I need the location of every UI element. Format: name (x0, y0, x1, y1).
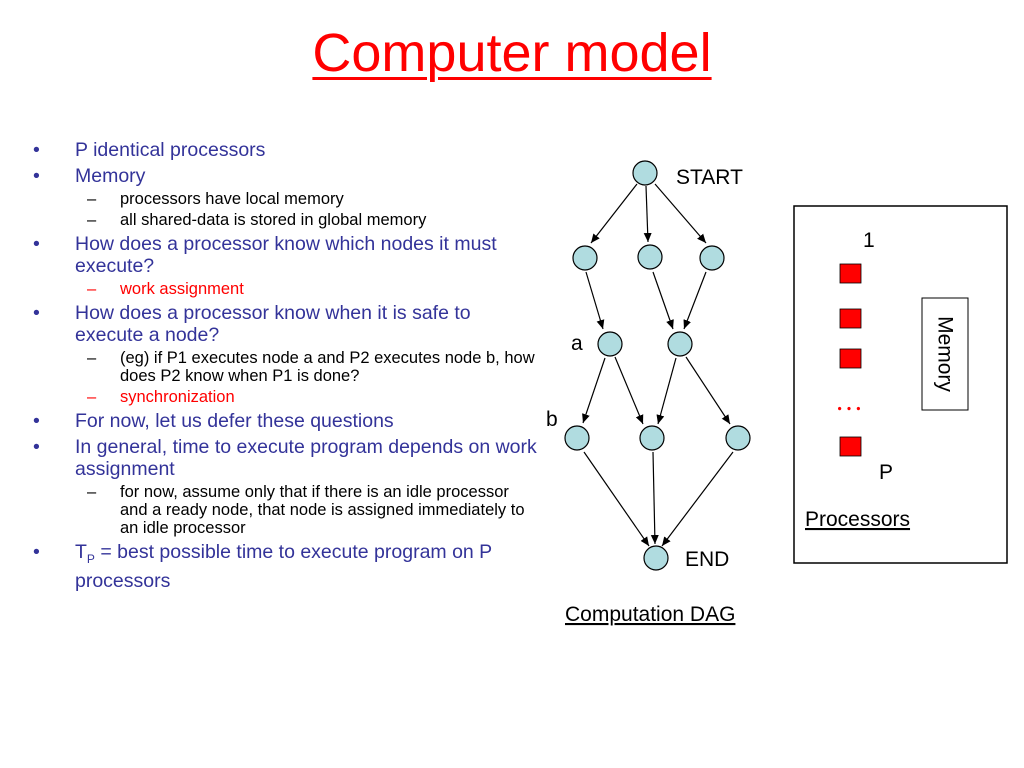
dag-node-b (564, 425, 590, 451)
bullet-item: Memory processors have local memory all … (30, 165, 540, 229)
dag-edges (582, 183, 734, 547)
dag-node (637, 244, 663, 270)
processor-1-label: 1 (863, 229, 875, 252)
machine-box (793, 205, 1008, 564)
bullet-item: How does a processor know when it is saf… (30, 302, 540, 406)
node-b-label: b (546, 408, 558, 431)
processor-square (839, 263, 862, 284)
dag-node (667, 331, 693, 357)
processors-caption: Processors (805, 508, 910, 531)
sub-bullet-item: processors have local memory (30, 190, 540, 208)
dag-nodes (564, 160, 751, 571)
bullet-item: For now, let us defer these questions (30, 410, 540, 432)
end-label: END (685, 548, 729, 571)
dag-node-start (632, 160, 658, 186)
bullet-item: In general, time to execute program depe… (30, 436, 540, 537)
slide-title: Computer model (312, 23, 712, 83)
processors (839, 263, 862, 457)
sub-bullet-item: all shared-data is stored in global memo… (30, 211, 540, 229)
memory-box (921, 297, 969, 411)
dag-node-a (597, 331, 623, 357)
dag-node (699, 245, 725, 271)
node-a-label: a (571, 332, 583, 355)
sub-bullet-item: (eg) if P1 executes node a and P2 execut… (30, 349, 540, 385)
sub-bullet-item: synchronization (30, 388, 540, 406)
dag-node-end (643, 545, 669, 571)
bullet-item: P identical processors (30, 139, 540, 161)
bullet-list: P identical processors Memory processors… (30, 139, 540, 596)
start-label: START (676, 166, 743, 189)
bullet-item: How does a processor know which nodes it… (30, 233, 540, 298)
dag-node (639, 425, 665, 451)
processor-square (839, 308, 862, 329)
dag-caption: Computation DAG (565, 603, 735, 626)
processors-ellipsis: … (835, 386, 863, 417)
dag-node (572, 245, 598, 271)
processor-p-label: P (879, 461, 893, 484)
memory-label: Memory (934, 316, 957, 392)
sub-bullet-item: for now, assume only that if there is an… (30, 483, 540, 537)
sub-bullet-item: work assignment (30, 280, 540, 298)
processor-square (839, 348, 862, 369)
processor-square (839, 436, 862, 457)
dag-node (725, 425, 751, 451)
bullet-item: TP = best possible time to execute progr… (30, 541, 540, 592)
